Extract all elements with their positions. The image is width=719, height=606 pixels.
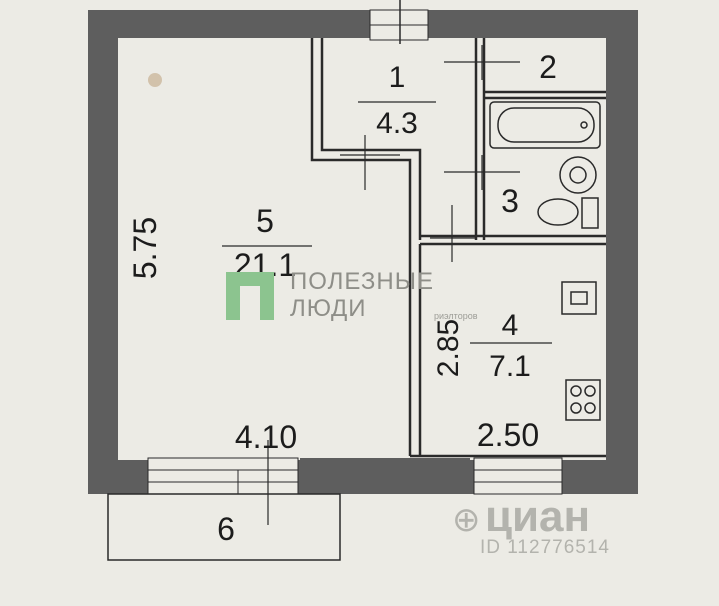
sink-fixture	[559, 156, 597, 194]
stain-mark	[148, 73, 162, 87]
cian-brand: циан	[484, 492, 591, 541]
agency-watermark-line1: ПОЛЕЗНЫЕ	[290, 268, 434, 295]
room-4-area: 7.1	[489, 350, 531, 383]
door-marks	[340, 45, 520, 262]
room-1-area: 4.3	[376, 107, 418, 140]
stove-fixture	[565, 379, 601, 421]
room-5-number: 5	[256, 203, 274, 239]
agency-watermark-line2: ЛЮДИ	[290, 295, 367, 322]
agency-watermark-tagline: риэлторов	[434, 311, 478, 321]
room-4-number: 4	[502, 309, 519, 342]
dim-kitchen-height: 2.85	[432, 319, 465, 377]
dim-bottom-main: 4.10	[235, 419, 297, 455]
room-3-number: 3	[501, 183, 519, 219]
toilet-fixture	[537, 197, 599, 229]
room-6-number: 6	[217, 511, 235, 547]
partitions	[310, 38, 606, 458]
room-1-number: 1	[389, 61, 406, 94]
bathtub-fixture	[489, 101, 601, 149]
room-2-number: 2	[539, 49, 557, 85]
agency-logo-icon	[226, 272, 274, 320]
window-room-4	[473, 457, 563, 495]
balcony	[107, 493, 341, 561]
cian-watermark: ⊕ циан	[452, 492, 590, 542]
dim-bottom-kitchen: 2.50	[477, 417, 539, 453]
cian-listing-id: ID 112776514	[480, 537, 610, 558]
window-room-5	[147, 457, 299, 495]
pier-bottom	[300, 458, 470, 494]
kitchen-sink-fixture	[561, 281, 597, 315]
dim-left-height: 5.75	[127, 217, 163, 279]
cian-logo-icon: ⊕	[452, 501, 481, 539]
agency-watermark: ПОЛЕЗНЫЕ ЛЮДИ	[290, 268, 434, 322]
